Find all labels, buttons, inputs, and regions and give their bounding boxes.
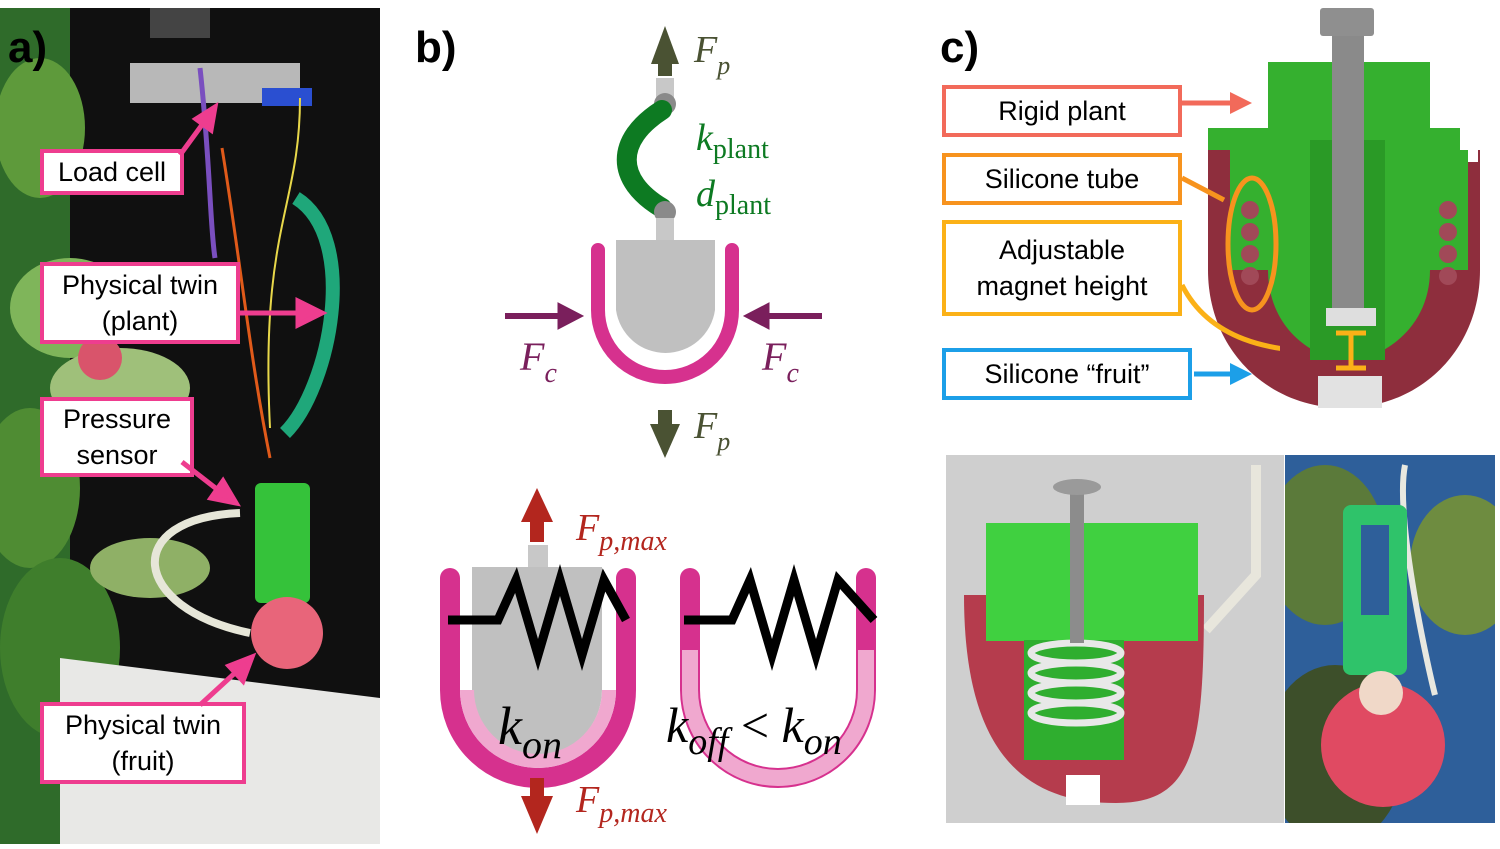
physical-twin-fruit-label: Physical twin (fruit) [40, 702, 246, 784]
silicone-tube-highlight [1225, 175, 1279, 313]
kon-spring [448, 564, 630, 671]
max-force-down-arrow [521, 778, 553, 834]
silicone-tube-label: Silicone tube [942, 153, 1182, 205]
silicone-tube-leader [1180, 175, 1226, 203]
fruit-body [616, 240, 715, 353]
silicone-fruit-arrowhead [1230, 363, 1252, 385]
fruit-arrowhead [224, 652, 257, 686]
cad-render-image [946, 455, 1284, 823]
d-plant-label: dplant [696, 173, 771, 221]
max-force-up-arrow [521, 488, 553, 542]
k-plant-label: kplant [696, 117, 769, 165]
rigid-plant-arrowhead [1230, 92, 1252, 114]
panel-c-arrows [1180, 92, 1280, 385]
tube-coils [1241, 201, 1457, 285]
plant-spring-link [616, 100, 672, 218]
panel-b-label: b) [415, 23, 457, 72]
bolt-shaft [1332, 36, 1364, 308]
fp-bottom-label: Fp [693, 405, 730, 456]
kon-stem [528, 545, 548, 567]
fpmax-down-label: Fp,max [575, 779, 667, 829]
rigid-plant-label: Rigid plant [942, 85, 1182, 137]
k-off-less-than-k-on-label: koff < kon [666, 697, 842, 763]
bottom-joint [654, 201, 676, 223]
panel-a-arrows [177, 101, 328, 707]
kon-gripper-soft-base [460, 690, 616, 768]
panel-b-diagram: Fp kplant dplant Fc Fc Fp Fp,max Fp,max … [440, 26, 878, 834]
silicone-fruit-label: Silicone “fruit” [942, 348, 1192, 400]
pressure-sensor-arrowhead [206, 476, 242, 507]
top-force-arrow [651, 26, 679, 76]
k-on-label: kon [498, 696, 562, 767]
panel-a-label: a) [8, 23, 48, 72]
magnet-height-label: Adjustable magnet height [942, 220, 1182, 316]
raspberry-photo [1285, 455, 1495, 823]
load-cell-label: Load cell [40, 149, 184, 195]
contact-force-arrows [505, 302, 822, 330]
upper-magnet [1326, 308, 1376, 326]
lower-magnet [1318, 376, 1382, 408]
panel-c-label: c) [940, 23, 980, 72]
bolt-head [1320, 8, 1374, 36]
cad-cross-section [1208, 8, 1480, 408]
plant-arrowhead [295, 296, 328, 330]
magnet-height-leader [1180, 283, 1280, 351]
load-cell-arrowhead [191, 101, 219, 135]
bottom-force-arrow [650, 410, 680, 458]
gripper-u [591, 243, 739, 384]
fpmax-up-label: Fp,max [575, 507, 667, 557]
fc-right-label: Fc [761, 334, 799, 389]
pressure-sensor-label: Pressure sensor [40, 397, 194, 477]
koff-spring [684, 564, 878, 671]
fruit-stem [656, 218, 674, 240]
fc-left-label: Fc [519, 334, 557, 389]
physical-twin-plant-label: Physical twin (plant) [40, 262, 240, 344]
magnet-height-marker [1336, 330, 1366, 371]
fp-top-label: Fp [693, 29, 730, 80]
